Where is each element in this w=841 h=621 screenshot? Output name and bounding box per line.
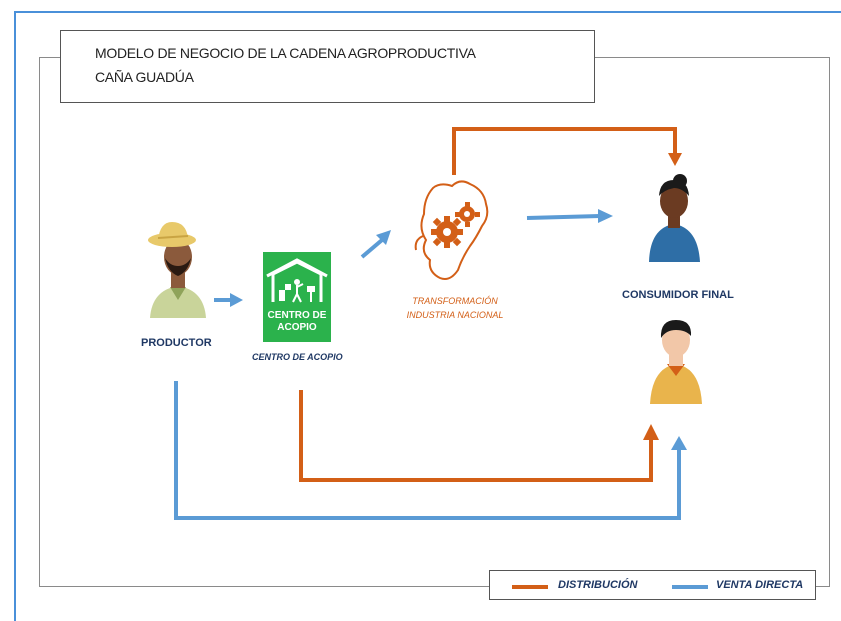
legend: DISTRIBUCIÓN VENTA DIRECTA [489, 570, 816, 600]
centro-icon-label-2: ACOPIO [277, 322, 317, 333]
productor-label: PRODUCTOR [141, 337, 212, 349]
centro-icon-label-1: CENTRO DE [267, 310, 327, 321]
transformacion-label: TRANSFORMACIÓN [412, 296, 498, 306]
arrow-productor-to-acopio [214, 293, 243, 307]
arrow-transformacion-to-consumidor [526, 209, 613, 223]
legend-label-distribucion: DISTRIBUCIÓN [558, 579, 638, 591]
diagram-subtitle: CAÑA GUADÚA [95, 69, 194, 85]
woman-avatar-icon [649, 174, 700, 262]
centro-acopio-label: CENTRO DE ACOPIO [252, 352, 343, 362]
diagram-title: MODELO DE NEGOCIO DE LA CADENA AGROPRODU… [95, 45, 476, 61]
flow-distribucion-acopio [299, 390, 659, 482]
industria-nacional-label: INDUSTRIA NACIONAL [406, 310, 504, 320]
legend-label-venta-directa: VENTA DIRECTA [716, 579, 804, 591]
title-box: MODELO DE NEGOCIO DE LA CADENA AGROPRODU… [60, 30, 595, 103]
frame-top-border [14, 11, 841, 13]
warehouse-building-icon [266, 258, 328, 303]
flow-distribucion-transformacion [452, 127, 682, 175]
legend-swatch-distribucion [512, 585, 548, 589]
consumidor-final-label: CONSUMIDOR FINAL [622, 289, 734, 301]
frame-left-border [14, 11, 16, 621]
warehouse-icon: CENTRO DE ACOPIO [263, 252, 331, 342]
flow-venta-directa [174, 381, 687, 520]
arrow-acopio-to-transformacion [360, 230, 391, 259]
map-gears-icon [414, 180, 489, 280]
farmer-icon [148, 222, 206, 318]
legend-swatch-venta-directa [672, 585, 708, 589]
man-avatar-icon [650, 320, 702, 404]
